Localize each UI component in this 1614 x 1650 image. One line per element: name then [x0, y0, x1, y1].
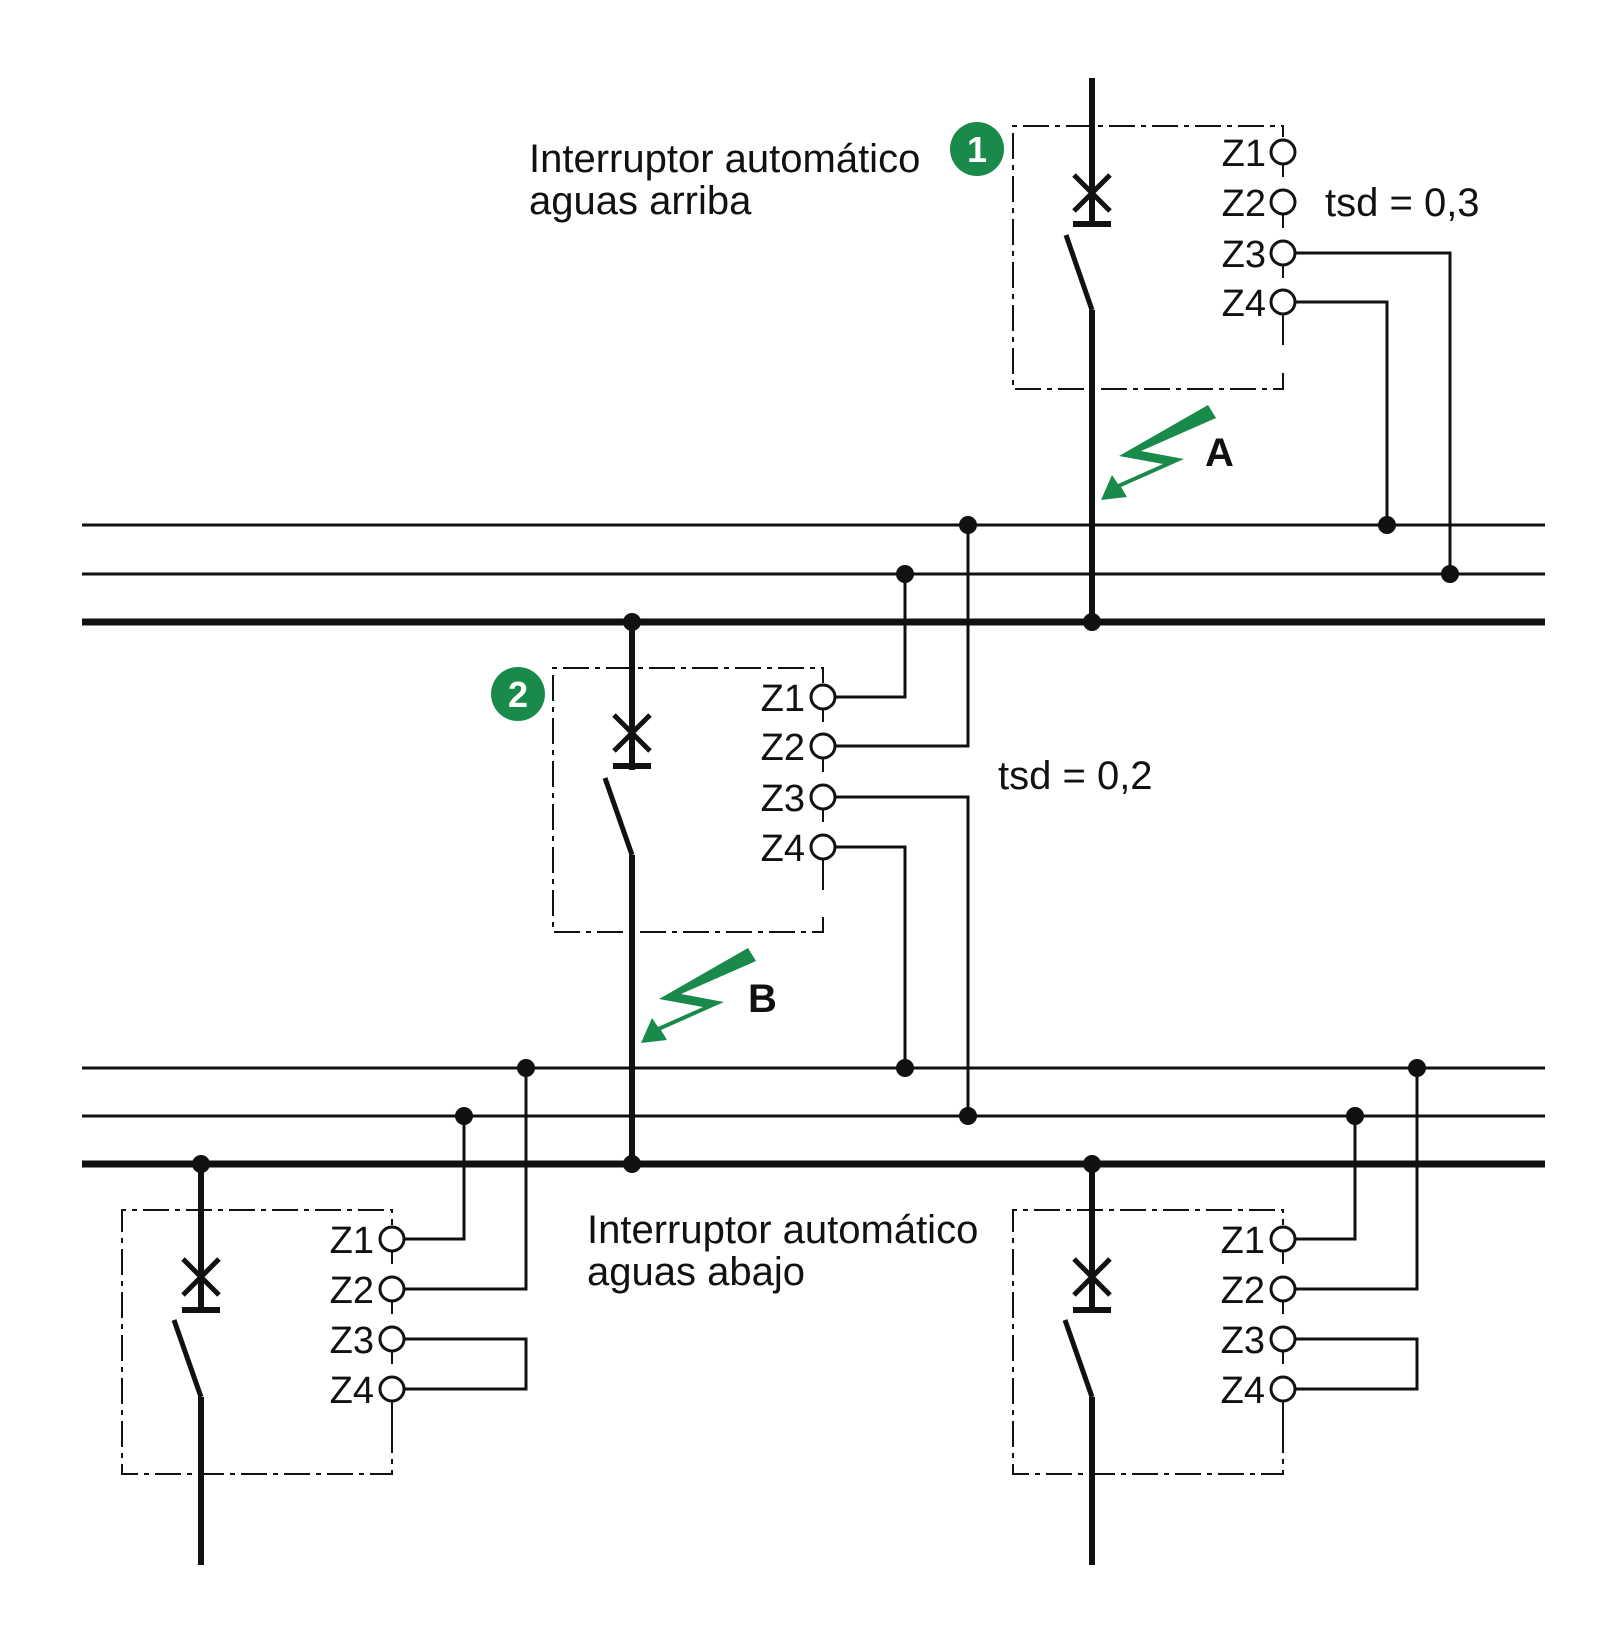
junction-dot — [959, 1107, 977, 1125]
middle-tsd-label: tsd = 0,2 — [998, 754, 1153, 798]
middle-breaker-enclosure — [552, 667, 824, 933]
junction-dot — [1441, 565, 1459, 583]
junction-dot — [623, 1155, 641, 1173]
downstream-right-terminal-z1 — [1269, 1225, 1297, 1253]
downstream-left-breaker-x-icon — [181, 1257, 221, 1313]
junction-dot — [959, 516, 977, 534]
fault-b: B — [641, 948, 777, 1043]
upper-busbars — [82, 523, 1545, 626]
downstream-left-terminal-z3 — [378, 1325, 406, 1353]
upstream-terminal-z2-label: Z2 — [1222, 183, 1266, 225]
downstream-right-breaker-x-icon — [1072, 1257, 1112, 1313]
middle-z1-wire — [835, 574, 907, 699]
upstream-tsd-label: tsd = 0,3 — [1325, 181, 1480, 225]
middle-terminal-z2 — [809, 732, 837, 760]
upstream-terminal-z1 — [1269, 138, 1297, 166]
downstream-right-switch-blade — [1062, 1319, 1095, 1398]
downstream-left-terminals — [378, 1225, 406, 1403]
downstream-right-terminals — [1269, 1225, 1297, 1403]
middle-switch-blade — [602, 777, 635, 856]
upstream-switch-blade — [1063, 234, 1095, 311]
upstream-breaker-x-icon — [1072, 173, 1112, 227]
middle-badge — [491, 667, 545, 721]
upstream-terminals — [1269, 138, 1297, 316]
upstream-breaker-enclosure — [1012, 125, 1284, 390]
downstream-left-terminal-z3-label: Z3 — [330, 1320, 374, 1362]
junction-dot — [1083, 1155, 1101, 1173]
upstream-breaker: Z1 Z2 Z3 Z4 1 Interruptor automático agu… — [529, 78, 1480, 622]
fault-a: A — [1101, 405, 1234, 500]
fault-a-lightning-arrow-icon — [1101, 405, 1216, 500]
upstream-terminal-z2 — [1269, 188, 1297, 216]
upstream-terminal-z4 — [1269, 288, 1297, 316]
downstream-right-breaker: Z1 Z2 Z3 Z4 — [1012, 1068, 1419, 1565]
middle-terminal-z3 — [809, 783, 837, 811]
middle-terminals — [809, 683, 837, 861]
middle-terminal-z1 — [809, 683, 837, 711]
downstream-right-terminal-z3 — [1269, 1325, 1297, 1353]
upstream-badge-number: 1 — [967, 129, 987, 170]
upstream-terminal-z1-label: Z1 — [1222, 133, 1266, 175]
downstream-left-terminal-z4 — [378, 1375, 406, 1403]
downstream-label-line1: Interruptor automático — [587, 1208, 978, 1252]
middle-terminal-z4-label: Z4 — [761, 828, 805, 870]
middle-terminal-z4 — [809, 833, 837, 861]
downstream-left-terminal-z4-label: Z4 — [330, 1370, 374, 1412]
downstream-left-terminal-z1 — [378, 1225, 406, 1253]
downstream-left-z3-z4-jumper — [404, 1337, 528, 1391]
upstream-terminal-z4-label: Z4 — [1222, 283, 1266, 325]
fault-b-lightning-arrow-icon — [641, 948, 756, 1043]
junction-dot — [896, 1059, 914, 1077]
junction-dot — [192, 1155, 210, 1173]
junction-dot — [455, 1107, 473, 1125]
middle-terminal-z1-label: Z1 — [761, 678, 805, 720]
downstream-right-z3-z4-jumper — [1295, 1337, 1419, 1391]
downstream-right-terminal-z1-label: Z1 — [1221, 1220, 1265, 1262]
middle-terminal-z2-label: Z2 — [761, 727, 805, 769]
middle-z2-wire — [835, 525, 970, 748]
upstream-label-line1: Interruptor automático — [529, 137, 920, 181]
upstream-terminal-z3 — [1269, 239, 1297, 267]
middle-z4-wire — [835, 845, 907, 1068]
fault-a-label: A — [1205, 431, 1234, 475]
downstream-right-terminal-z4-label: Z4 — [1221, 1370, 1265, 1412]
upstream-badge — [950, 122, 1004, 176]
downstream-left-breaker-enclosure — [121, 1209, 393, 1475]
downstream-right-terminal-z4 — [1269, 1375, 1297, 1403]
downstream-right-terminal-z3-label: Z3 — [1221, 1320, 1265, 1362]
junction-dot — [623, 613, 641, 631]
junction-dots — [192, 516, 1459, 1173]
lower-busbars — [82, 1066, 1545, 1168]
middle-terminal-z3-label: Z3 — [761, 778, 805, 820]
middle-z3-wire — [835, 795, 970, 1116]
downstream-right-terminal-z2 — [1269, 1275, 1297, 1303]
upstream-terminal-z3-label: Z3 — [1222, 234, 1266, 276]
upstream-z4-wire — [1295, 300, 1389, 525]
junction-dot — [896, 565, 914, 583]
fault-b-label: B — [748, 977, 777, 1021]
junction-dot — [517, 1059, 535, 1077]
downstream-left-terminal-z2-label: Z2 — [330, 1270, 374, 1312]
junction-dot — [1346, 1107, 1364, 1125]
middle-badge-number: 2 — [508, 674, 528, 715]
junction-dot — [1083, 613, 1101, 631]
downstream-right-terminal-z2-label: Z2 — [1221, 1270, 1265, 1312]
junction-dot — [1408, 1059, 1426, 1077]
downstream-left-z1-wire — [404, 1116, 466, 1241]
downstream-left-terminal-z2 — [378, 1275, 406, 1303]
downstream-label-line2: aguas abajo — [587, 1250, 805, 1294]
upstream-z3-wire — [1295, 251, 1452, 574]
downstream-right-z2-wire — [1295, 1068, 1419, 1291]
downstream-left-terminal-z1-label: Z1 — [330, 1220, 374, 1262]
middle-breaker-x-icon — [612, 713, 652, 769]
junction-dot — [1378, 516, 1396, 534]
downstream-left-z2-wire — [404, 1068, 528, 1291]
downstream-right-z1-wire — [1295, 1116, 1357, 1241]
downstream-left-breaker: Z1 Z2 Z3 Z4 — [121, 1068, 528, 1565]
downstream-left-switch-blade — [171, 1319, 204, 1398]
downstream-right-breaker-enclosure — [1012, 1209, 1284, 1475]
middle-breaker: Z1 Z2 Z3 Z4 2 tsd = 0,2 — [491, 525, 1153, 1164]
upstream-label-line2: aguas arriba — [529, 179, 752, 223]
